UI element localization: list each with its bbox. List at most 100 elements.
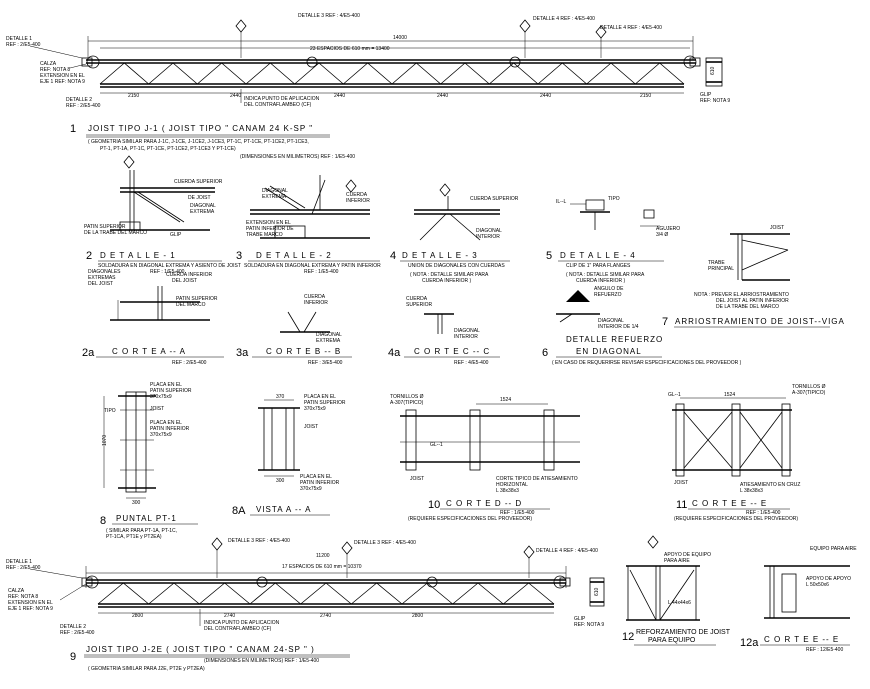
d12-label-1: PARA AIRE	[664, 558, 690, 564]
detail-2-number: 3	[236, 250, 242, 262]
d1-label-3: EXTREMA	[190, 209, 215, 215]
detail-2-sub: SOLDADURA EN DIAGONAL EXTREMA Y PATIN IN…	[244, 263, 381, 269]
web-member	[464, 62, 490, 85]
cut-4a-title: C O R T E C -- C	[414, 347, 490, 356]
d4-label-3: 3/4 Ø	[656, 232, 668, 238]
web-member	[173, 582, 200, 605]
web-member	[416, 62, 441, 85]
detail-4: IL--L TIPO AGUJERO 3/4 Ø 5 D E T A L L E…	[546, 196, 680, 284]
j2-dim-4: 2800	[412, 613, 423, 619]
d10-note: (REQUIERE ESPECIFICACIONES DEL PROVEEDOR…	[408, 516, 532, 522]
web-member	[270, 62, 295, 85]
cut-3a-number: 3a	[236, 347, 249, 359]
d11-label-5: L 38x38x3	[740, 488, 763, 494]
web-member	[318, 62, 344, 85]
d2-label-2: CUERDA	[346, 192, 368, 198]
detail-3-sub: UNION DE DIAGONALES CON CUERDAS	[408, 263, 505, 269]
detail-4-note-1: ( NOTA : DETALLE SIMILAR PARA	[566, 272, 645, 278]
d2-label-4: EXTENSION EN EL	[246, 220, 291, 226]
d10-label-4: CORTE TIPICO DE ATIESAMIENTO	[496, 476, 578, 482]
web-member	[197, 62, 222, 85]
j2-glip-1: GLIP	[574, 616, 586, 622]
d8a-dim-1: 300	[276, 478, 285, 484]
j2-left-4: REF: NOTA 8	[8, 594, 38, 600]
d8a-label-6: 370x75x9	[300, 486, 322, 492]
web-member	[659, 62, 685, 85]
d10-label-3: JOIST	[410, 476, 424, 482]
d12a-label-1: APOYO DE APOYO	[806, 576, 851, 582]
d11-title: C O R T E E -- E	[692, 499, 767, 508]
web-member	[124, 62, 149, 85]
web-member	[275, 582, 301, 605]
d12-title-2: PARA EQUIPO	[648, 637, 696, 644]
web-member	[148, 582, 175, 605]
d7-note-0: NOTA : PREVER EL ARRIOSTRAMIENTO	[694, 292, 789, 298]
detail-4-note-2: CUERDA INFERIOR )	[576, 278, 626, 284]
d12-label-0: APOYO DE EQUIPO	[664, 552, 711, 558]
d6-label-1: REFUERZO	[594, 292, 622, 298]
j1-dim-2: 2440	[230, 93, 241, 99]
web-member	[123, 582, 149, 605]
cut-3a-ref: REF : 3/E5-400	[308, 360, 343, 366]
web-member	[99, 62, 125, 85]
cut-2a-ref: REF : 2/E5-400	[172, 360, 207, 366]
cut-a-a: DIAGONALES EXTREMAS DEL JOIST CUERDA INF…	[82, 269, 224, 366]
d11-label-1: A-307(TIPICO)	[792, 390, 826, 396]
d3-label-0: CUERDA SUPERIOR	[470, 196, 519, 202]
web-member	[477, 582, 504, 605]
j1-dim-6: 2150	[640, 93, 651, 99]
web-member	[391, 62, 417, 85]
j1-bottom-1: INDICA PUNTO DE APLICACION	[244, 96, 320, 102]
j2-callout-2: DETALLE 3 REF : 4/E5-400	[354, 540, 416, 546]
j1-callout-2: DETALLE 4 REF : 4/E5-400	[533, 16, 595, 22]
d1-label-0: CUERDA SUPERIOR	[174, 179, 223, 185]
j1-dim-1: 2150	[128, 93, 139, 99]
detail-1-title: D E T A L L E - 1	[100, 251, 176, 260]
d8-label-5: PLACA EN EL	[150, 420, 182, 426]
j2-title: JOIST TIPO J-2E ( JOIST TIPO " CANAM 24-…	[86, 645, 315, 654]
d4-label-0: IL--L	[556, 199, 567, 205]
c3a-label-3: EXTREMA	[316, 338, 341, 344]
d1-label-5: PATIN SUPERIOR	[84, 224, 126, 230]
web-member	[325, 582, 352, 605]
web-member	[300, 582, 327, 605]
detail-3-note-2: CUERDA INFERIOR )	[422, 278, 472, 284]
d8a-label-1: PATIN SUPERIOR	[304, 400, 346, 406]
d2-label-5: PATIN INFERIOR DE	[246, 226, 294, 232]
d7-title: ARRIOSTRAMIENTO DE JOIST--VIGA	[675, 317, 845, 326]
d8a-label-4: PLACA EN EL	[300, 474, 332, 480]
d10-number: 10	[428, 499, 440, 511]
j2-number: 9	[70, 651, 76, 663]
j2-callout-3: DETALLE 4 REF : 4/E5-400	[536, 548, 598, 554]
c4a-label-2: DIAGONAL	[454, 328, 480, 334]
detail-3-number: 4	[390, 250, 396, 262]
detail-4-title: D E T A L L E - 4	[560, 251, 636, 260]
d10-label-2: GL--1	[430, 442, 443, 448]
detail-7-arriostramiento: JOIST TRABE PRINCIPAL NOTA : PREVER EL A…	[662, 225, 845, 328]
cut-4a-number: 4a	[388, 347, 401, 359]
d12a-label-0: EQUIPO PARA AIRE	[810, 546, 857, 552]
d8a-label-5: PATIN INFERIOR	[300, 480, 340, 486]
d3-label-1: DIAGONAL	[476, 228, 502, 234]
d8a-title: VISTA A -- A	[256, 505, 311, 514]
d7-note-2: DE LA TRABE DEL MARCO	[716, 304, 779, 310]
d11-label-2: GL--1	[668, 392, 681, 398]
c2a-label-0: DIAGONALES	[88, 269, 121, 275]
j2-left-1: DETALLE 1	[6, 559, 32, 565]
d8-label-4: JOIST	[150, 406, 164, 412]
j1-dim-5: 2440	[540, 93, 551, 99]
cut-3a-title: C O R T E B -- B	[266, 347, 341, 356]
d11-note: (REQUIERE ESPECIFICACIONES DEL PROVEEDOR…	[674, 516, 798, 522]
d1-label-7: GLIP	[170, 232, 182, 238]
j1-dim-3: 2440	[334, 93, 345, 99]
web-member	[610, 62, 636, 85]
detail-3-note-1: ( NOTA : DETALLE SIMILAR PARA	[410, 272, 489, 278]
c4a-label-1: SUPERIOR	[406, 302, 433, 308]
d11-label-4: ATIESAMIENTO EN CRUZ	[740, 482, 800, 488]
c2a-label-2: DEL JOIST	[88, 281, 113, 287]
web-member	[199, 582, 225, 605]
d11-label-0: TORNILLOS Ø	[792, 384, 826, 390]
web-member	[427, 582, 453, 605]
d7-label-0: JOIST	[770, 225, 784, 231]
